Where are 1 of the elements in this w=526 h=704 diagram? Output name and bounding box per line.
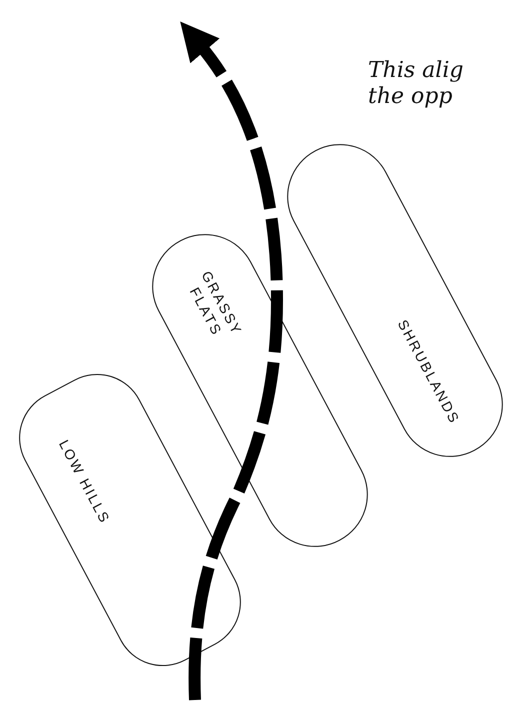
handwritten-note: This alig the opp — [368, 58, 464, 110]
